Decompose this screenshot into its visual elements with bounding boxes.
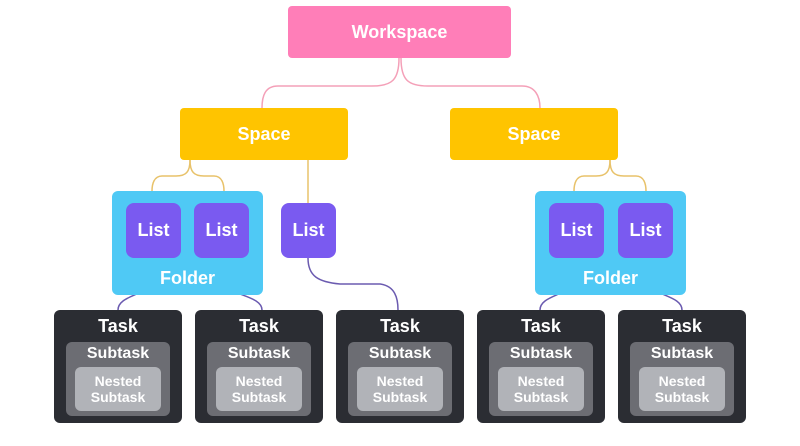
workspace-node[interactable]: Workspace [288,6,511,58]
nested-subtask-card[interactable]: Nested Subtask [639,367,725,411]
task-card[interactable]: Task Subtask Nested Subtask [54,310,182,423]
connector-list-task-3 [307,257,399,311]
subtask-label: Subtask [227,345,291,362]
subtask-card[interactable]: Subtask Nested Subtask [207,342,311,416]
folder-label: Folder [582,268,638,288]
subtask-card[interactable]: Subtask Nested Subtask [489,342,593,416]
space-node-right[interactable]: Space [450,108,618,160]
task-label: Task [662,316,702,336]
task-label: Task [98,316,138,336]
connector-space-folder-right [189,159,225,192]
task-label: Task [521,316,561,336]
connector-workspace-space-right [400,57,541,109]
connector-workspace-space-left [261,57,400,109]
subtask-label: Subtask [86,345,150,362]
nested-subtask-card[interactable]: Nested Subtask [75,367,161,411]
task-card[interactable]: Task Subtask Nested Subtask [336,310,464,423]
subtask-card[interactable]: Subtask Nested Subtask [630,342,734,416]
task-card[interactable]: Task Subtask Nested Subtask [477,310,605,423]
list-node-standalone[interactable]: List [281,203,336,258]
task-card[interactable]: Task Subtask Nested Subtask [195,310,323,423]
nested-subtask-card[interactable]: Nested Subtask [498,367,584,411]
subtask-card[interactable]: Subtask Nested Subtask [348,342,452,416]
subtask-label: Subtask [509,345,573,362]
task-label: Task [380,316,420,336]
connector-space-right-folder-left [573,159,611,192]
list-node[interactable]: List [549,203,604,258]
subtask-label: Subtask [650,345,714,362]
list-node[interactable]: List [194,203,249,258]
connector-space-folder-left [151,159,191,192]
task-card[interactable]: Task Subtask Nested Subtask [618,310,746,423]
nested-subtask-card[interactable]: Nested Subtask [216,367,302,411]
list-node[interactable]: List [618,203,673,258]
subtask-label: Subtask [368,345,432,362]
nested-subtask-card[interactable]: Nested Subtask [357,367,443,411]
list-node[interactable]: List [126,203,181,258]
folder-label: Folder [159,268,215,288]
connector-space-right-folder-right [609,159,647,192]
space-node-left[interactable]: Space [180,108,348,160]
task-label: Task [239,316,279,336]
subtask-card[interactable]: Subtask Nested Subtask [66,342,170,416]
